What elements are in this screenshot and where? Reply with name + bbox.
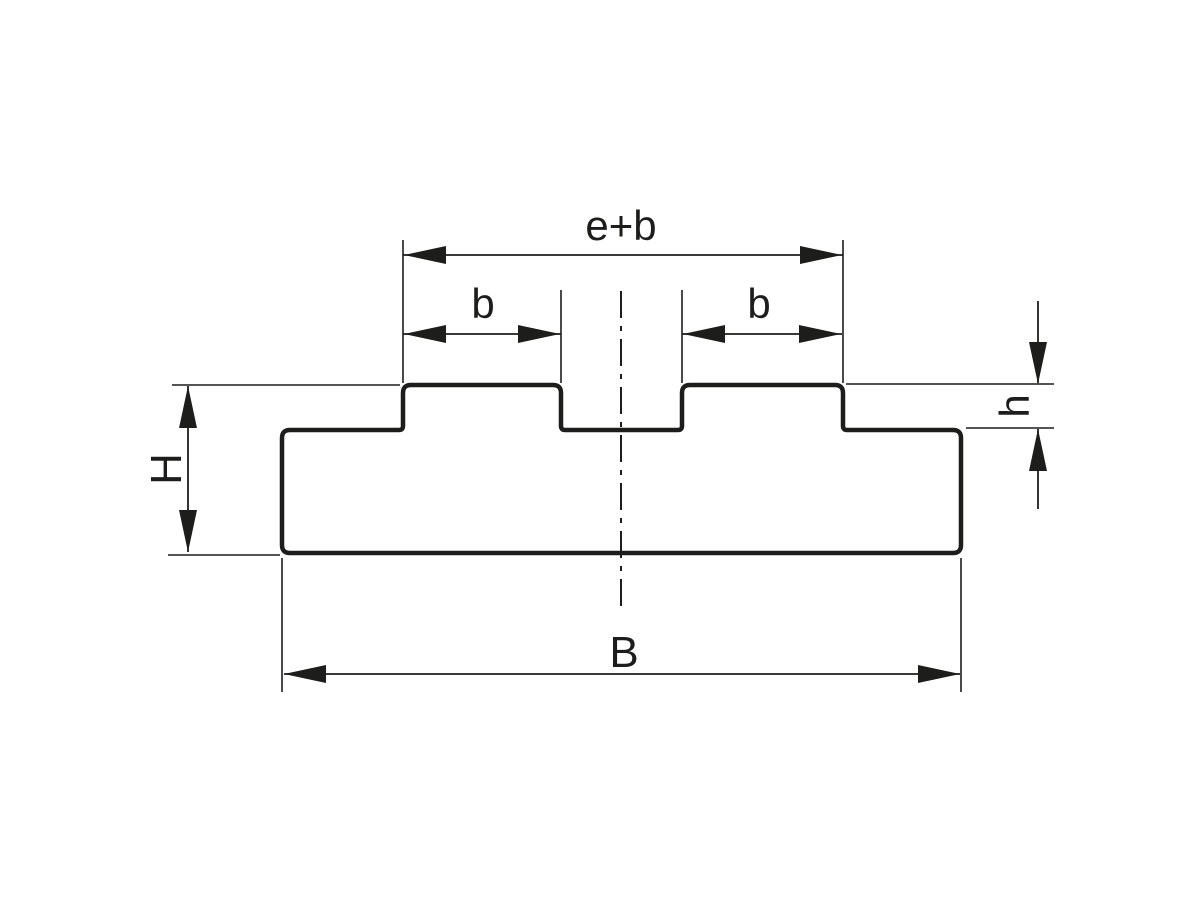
- H-arrowhead-bottom: [179, 510, 197, 552]
- b-left-arrowhead-left: [404, 325, 446, 343]
- dimension-label-h: h: [991, 394, 1038, 417]
- b-left-arrowhead-right: [518, 325, 560, 343]
- dimension-label-e-plus-b: e+b: [585, 202, 656, 249]
- e-plus-b-arrowhead-right: [800, 246, 842, 264]
- e-plus-b-arrowhead-left: [404, 246, 446, 264]
- b-right-arrowhead-left: [683, 325, 725, 343]
- h-arrowhead-down: [1029, 342, 1047, 384]
- H-arrowhead-top: [179, 386, 197, 428]
- h-arrowhead-up: [1029, 429, 1047, 471]
- B-arrowhead-right: [918, 665, 960, 683]
- dimension-label-b-left: b: [471, 280, 494, 327]
- dimension-label-b-right: b: [747, 280, 770, 327]
- dimension-label-H: H: [142, 453, 191, 485]
- dimension-label-B: B: [609, 628, 638, 677]
- B-arrowhead-left: [284, 665, 326, 683]
- part-cross-section-outline: [279, 382, 964, 556]
- b-right-arrowhead-right: [799, 325, 841, 343]
